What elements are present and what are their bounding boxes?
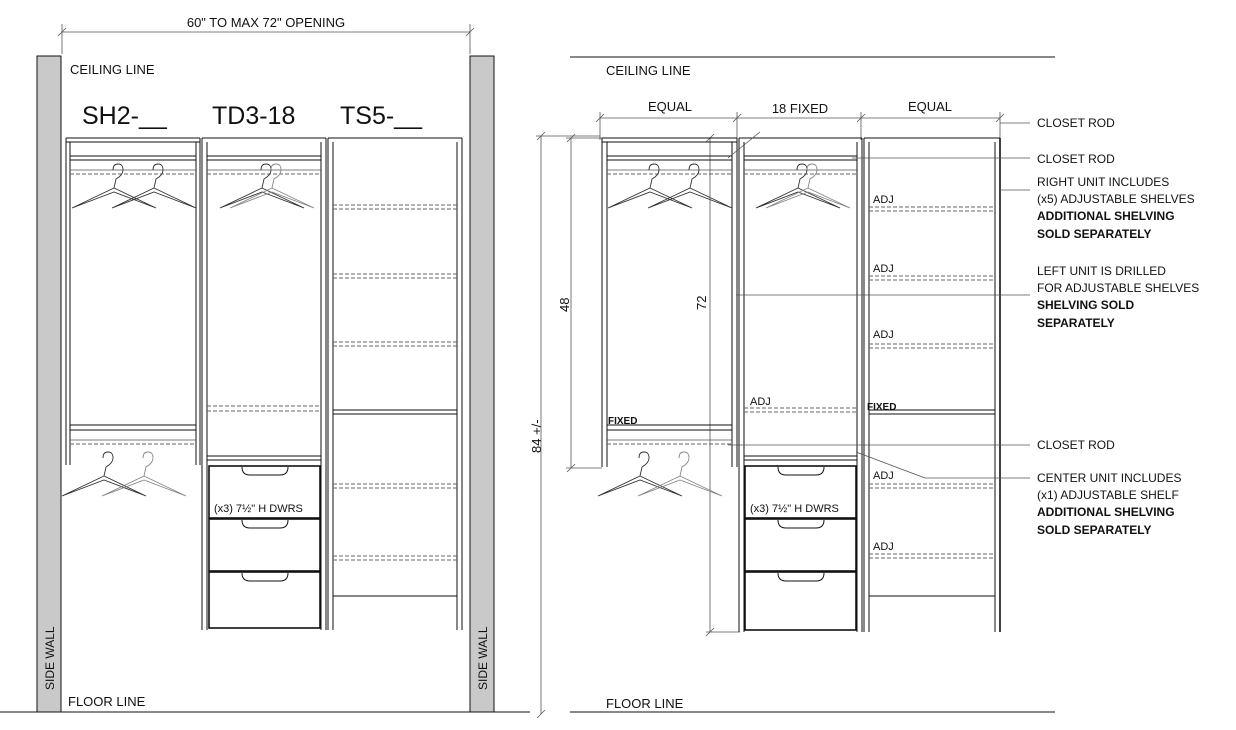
callout-center-unit-l3: ADDITIONAL SHELVING — [1037, 505, 1175, 519]
unit-header-ts5: TS5-__ — [340, 102, 423, 130]
right-unit-sh2: FIXED — [597, 137, 738, 497]
side-wall-right-label: SIDE WALL — [476, 626, 490, 690]
unit-header-sh2: SH2-__ — [82, 102, 168, 130]
unit-ts5 — [327, 137, 463, 630]
ceiling-line-label: CEILING LINE — [70, 62, 155, 77]
callout-notes: CLOSET ROD CLOSET ROD RIGHT UNIT INCLUDE… — [1037, 116, 1199, 537]
side-wall-left — [36, 55, 62, 713]
fixed-label-left: FIXED — [608, 416, 637, 427]
adj-label-center: ADJ — [750, 396, 771, 408]
callout-right-unit-l3: ADDITIONAL SHELVING — [1037, 209, 1175, 223]
right-unit-ts5: ADJ ADJ ADJ FIXED ADJ ADJ — [863, 137, 1001, 632]
callout-closet-rod-2: CLOSET ROD — [1037, 152, 1115, 166]
dim-84: 84 +/- — [529, 419, 544, 453]
adj-label-r2: ADJ — [873, 263, 894, 275]
ceiling-line-label-right: CEILING LINE — [606, 63, 691, 78]
callout-center-unit-l4: SOLD SEPARATELY — [1037, 523, 1151, 537]
adj-label-r5: ADJ — [873, 541, 894, 553]
callout-right-unit-l2: (x5) ADJUSTABLE SHELVES — [1037, 192, 1195, 206]
floor-line-label-right: FLOOR LINE — [606, 696, 684, 711]
callout-closet-rod-3: CLOSET ROD — [1037, 438, 1115, 452]
dim-equal-left: EQUAL — [648, 99, 692, 114]
callout-right-unit-l1: RIGHT UNIT INCLUDES — [1037, 175, 1169, 189]
floor-line-label: FLOOR LINE — [68, 694, 146, 709]
side-wall-left-label: SIDE WALL — [43, 626, 57, 690]
callout-left-unit-l2: FOR ADJUSTABLE SHELVES — [1037, 281, 1199, 295]
callout-closet-rod-1: CLOSET ROD — [1037, 116, 1115, 130]
unit-header-td3: TD3-18 — [212, 102, 295, 130]
drawer-note-left: (x3) 7½" H DWRS — [214, 503, 303, 515]
callout-center-unit-l1: CENTER UNIT INCLUDES — [1037, 471, 1181, 485]
drawer-note-right: (x3) 7½" H DWRS — [750, 503, 839, 515]
opening-dimension: 60" TO MAX 72" OPENING — [187, 15, 345, 30]
dim-48: 48 — [557, 298, 572, 312]
side-wall-right — [469, 55, 495, 713]
right-unit-td3: ADJ (x3) 7½" H DWRS — [738, 137, 863, 632]
dim-18-fixed: 18 FIXED — [772, 101, 828, 116]
right-elevation: CEILING LINE FLOOR LINE EQUAL 18 FIXED E… — [529, 56, 1055, 719]
adj-label-r1: ADJ — [873, 194, 894, 206]
unit-td3: (x3) 7½" H DWRS — [201, 137, 327, 630]
fixed-label-right: FIXED — [867, 402, 896, 413]
adj-label-r4: ADJ — [873, 470, 894, 482]
unit-sh2 — [61, 137, 201, 497]
leader-lines — [727, 122, 1030, 479]
callout-left-unit-l1: LEFT UNIT IS DRILLED — [1037, 264, 1166, 278]
callout-left-unit-l3: SHELVING SOLD — [1037, 298, 1134, 312]
callout-left-unit-l4: SEPARATELY — [1037, 316, 1115, 330]
callout-right-unit-l4: SOLD SEPARATELY — [1037, 227, 1151, 241]
left-elevation: 60" TO MAX 72" OPENING SIDE WALL SIDE WA… — [0, 15, 530, 713]
callout-center-unit-l2: (x1) ADJUSTABLE SHELF — [1037, 488, 1179, 502]
adj-label-r3: ADJ — [873, 329, 894, 341]
dim-equal-right: EQUAL — [908, 99, 952, 114]
dim-72: 72 — [694, 296, 709, 310]
